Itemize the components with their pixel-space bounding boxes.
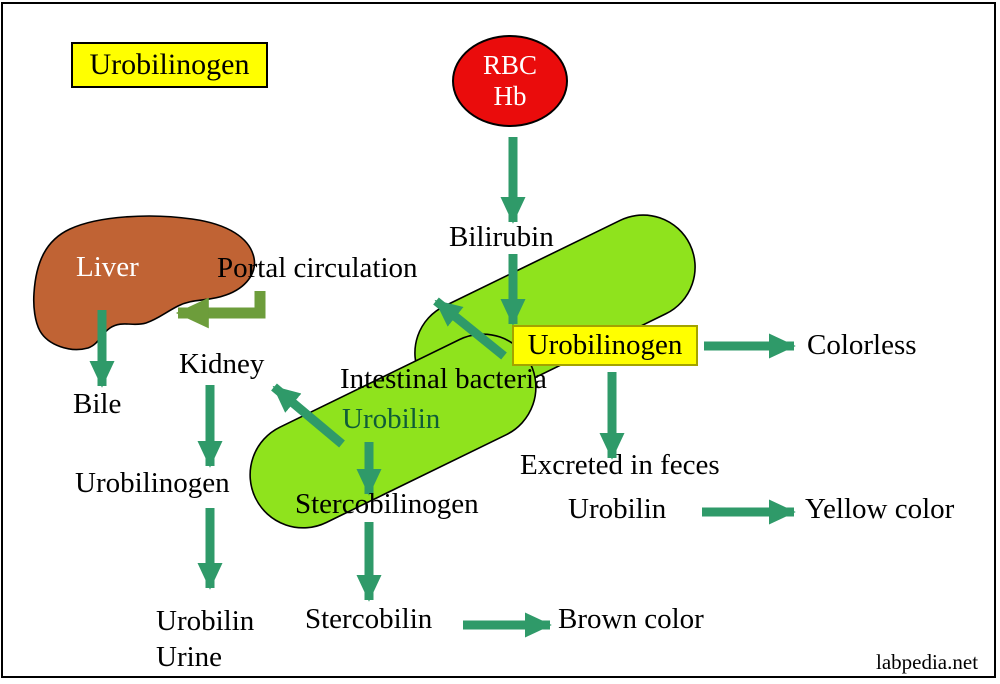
urobilinogen-title-box: Urobilinogen: [71, 42, 268, 88]
rbc-line2: Hb: [493, 81, 527, 111]
rbc-line1: RBC: [482, 49, 538, 80]
label-portal-circulation: Portal circulation: [217, 252, 418, 284]
label-urobilinogen-left: Urobilinogen: [75, 467, 230, 499]
arrow-gut-to-portal-circulation: [433, 297, 507, 360]
label-urine: Urine: [156, 641, 223, 673]
label-intestinal-bacteria: Intestinal bacteria: [340, 363, 547, 395]
label-yellow-color: Yellow color: [805, 493, 955, 525]
label-bile: Bile: [73, 388, 122, 420]
label-stercobilin: Stercobilin: [305, 603, 433, 635]
label-urobilin-intestine: Urobilin: [342, 403, 441, 435]
watermark-labpedia: labpedia.net: [876, 650, 979, 674]
label-urobilin-right: Urobilin: [568, 493, 667, 525]
label-brown-color: Brown color: [558, 603, 704, 635]
urobilinogen-highlight-box: Urobilinogen: [512, 325, 698, 366]
label-colorless: Colorless: [807, 329, 917, 361]
label-bilirubin: Bilirubin: [449, 221, 554, 253]
arrow-portal-to-liver: [175, 291, 266, 329]
label-excreted-in-feces: Excreted in feces: [520, 449, 720, 481]
rbc-ellipse: RBC Hb: [452, 35, 568, 127]
arrow-urobilin-to-kidney: [271, 383, 345, 448]
label-stercobilinogen: Stercobilinogen: [295, 488, 479, 520]
label-liver: Liver: [76, 251, 139, 283]
urobilinogen-highlight-text: Urobilinogen: [527, 329, 683, 361]
urobilinogen-title-text: Urobilinogen: [89, 48, 250, 81]
label-kidney: Kidney: [179, 348, 265, 380]
label-urobilin-left: Urobilin: [156, 605, 255, 637]
